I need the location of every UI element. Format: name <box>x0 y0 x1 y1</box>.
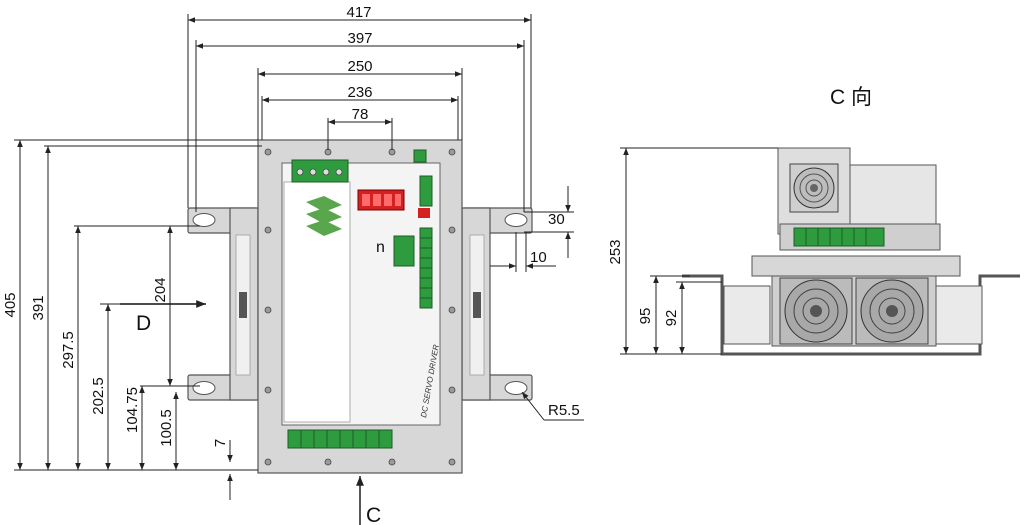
dim-250: 250 <box>347 58 372 75</box>
dim-30: 30 <box>548 211 565 228</box>
side-base-plate <box>751 255 961 277</box>
side-view: C 向 <box>607 86 1020 356</box>
dim-7: 7 <box>212 439 229 447</box>
front-view: n DC SERVO DRIVER <box>2 4 584 525</box>
horizontal-dimensions: 417 397 250 236 78 <box>187 4 532 212</box>
dim-92: 92 <box>663 310 680 327</box>
view-arrow-d: D <box>120 300 206 335</box>
dim-417: 417 <box>346 4 371 21</box>
dim-r5-5: R5.5 <box>548 402 580 419</box>
view-arrow-c: C <box>356 476 381 525</box>
slot-hole <box>192 213 216 227</box>
small-fan-icon <box>789 163 839 213</box>
dim-204: 204 <box>152 277 169 302</box>
slot-hole <box>504 381 528 395</box>
slot-hole <box>192 381 216 395</box>
bottom-terminal-block <box>287 429 393 449</box>
dim-95: 95 <box>637 308 654 325</box>
dim-100-5: 100.5 <box>158 409 175 447</box>
right-bracket <box>461 207 533 401</box>
signal-connector: n <box>376 175 433 309</box>
ground-terminal <box>413 149 427 163</box>
status-led <box>418 208 430 218</box>
top-terminal-block <box>291 159 349 183</box>
side-terminals <box>793 227 885 247</box>
dim-405: 405 <box>2 292 19 317</box>
slot-hole <box>504 213 528 227</box>
side-view-title: C 向 <box>830 86 872 109</box>
right-dimensions: 30 10 R5.5 <box>490 186 584 421</box>
dim-10: 10 <box>530 249 547 266</box>
dim-397: 397 <box>347 30 372 47</box>
dim-202-5: 202.5 <box>90 377 107 415</box>
dim-391: 391 <box>30 295 47 320</box>
fan-icon <box>779 277 853 345</box>
svg-text:n: n <box>376 239 385 256</box>
dim-253: 253 <box>607 239 624 264</box>
dim-78: 78 <box>352 106 369 123</box>
dim-297-5: 297.5 <box>60 331 77 369</box>
logo-icon <box>306 196 342 236</box>
dim-236: 236 <box>347 84 372 101</box>
plate-screws <box>264 148 456 466</box>
dim-104-75: 104.75 <box>124 387 141 433</box>
fan-icon <box>855 277 929 345</box>
svg-text:D: D <box>136 312 151 335</box>
led-display <box>357 189 405 211</box>
vertical-dimensions: 405 391 297.5 204 202.5 104.75 100.5 7 <box>2 139 262 500</box>
svg-text:C: C <box>366 504 381 525</box>
side-bracket <box>682 274 1020 356</box>
